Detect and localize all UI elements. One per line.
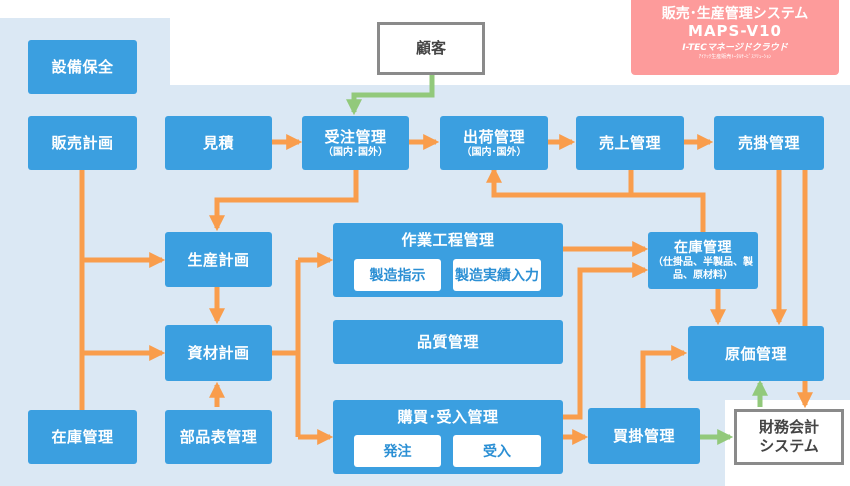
node-label: 設備保全: [51, 58, 114, 76]
node-label: 顧客: [415, 39, 446, 57]
node-label: 原価管理: [724, 344, 787, 363]
node-label: 売上管理: [598, 134, 661, 152]
node-label: 購買･受入管理: [397, 408, 499, 426]
node-sublabel: （仕掛品、半製品、製品、原材料）: [653, 256, 753, 281]
node-label: 資材計画: [187, 344, 250, 362]
node-label: 買掛管理: [612, 427, 675, 445]
node-kaikake-kanri[interactable]: 買掛管理: [588, 408, 700, 464]
node-urikake-kanri[interactable]: 売掛管理: [714, 116, 824, 170]
chip-hacchu[interactable]: 発注: [354, 435, 441, 467]
node-zaiko-kanri-left[interactable]: 在庫管理: [28, 410, 137, 464]
arrow-kaikake-to-genka: [640, 344, 688, 408]
arrow-juchu-to-seisan: [208, 170, 359, 232]
node-shukka-kanri[interactable]: 出荷管理 （国内･国外）: [440, 116, 548, 170]
node-zaimu-kaikei-system[interactable]: 財務会計 システム: [734, 409, 844, 465]
arrow-uriage-to-shukka: [485, 166, 634, 198]
node-shizai-keikaku[interactable]: 資材計画: [165, 325, 272, 381]
node-kokyaku[interactable]: 顧客: [377, 22, 485, 75]
node-label: 出荷管理: [462, 127, 525, 146]
node-label: 部品表管理: [179, 428, 258, 446]
node-label: 販売計画: [51, 134, 114, 152]
node-juchu-kanri[interactable]: 受注管理 （国内･国外）: [302, 116, 409, 170]
node-uriage-kanri[interactable]: 売上管理: [576, 116, 684, 170]
node-label: 作業工程管理: [401, 231, 495, 249]
node-label: 在庫管理: [674, 239, 732, 256]
node-label: 在庫管理: [51, 428, 114, 446]
node-seisan-keikaku[interactable]: 生産計画: [165, 232, 272, 287]
arrow-kobai-to-zaiko: [563, 261, 649, 420]
node-label: 売掛管理: [737, 134, 800, 152]
node-label: 生産計画: [187, 250, 250, 269]
arrow-zaiko-to-shukka: [631, 192, 706, 232]
chip-seizo-jisseki-nyuryoku[interactable]: 製造実績入力: [453, 259, 541, 291]
brand-title: 販売･生産管理システム: [661, 6, 809, 22]
node-sublabel: （国内･国外）: [461, 146, 527, 158]
node-label: 見積: [202, 134, 234, 152]
node-label-line2: システム: [759, 437, 819, 455]
node-zaiko-kanri-right[interactable]: 在庫管理 （仕掛品、半製品、製品、原材料）: [648, 232, 758, 289]
node-label: 受注管理: [324, 127, 387, 146]
node-label-line1: 財務会計: [758, 418, 819, 436]
brand-product: MAPS-V10: [688, 22, 782, 40]
brand-badge: 販売･生産管理システム MAPS-V10 I-TECマネージドクラウド ｱｲﾃｯ…: [631, 0, 839, 75]
chip-ukeire[interactable]: 受入: [453, 435, 541, 467]
arrow-kokyaku-to-juchu: [345, 75, 435, 116]
node-mitsumori[interactable]: 見積: [165, 116, 272, 170]
node-hinshitsu-kanri[interactable]: 品質管理: [333, 320, 563, 364]
node-label: 品質管理: [416, 333, 479, 351]
node-buhinhyo-kanri[interactable]: 部品表管理: [165, 410, 272, 464]
brand-logo: I-TECマネージドクラウド: [682, 43, 788, 53]
node-hanbai-keikaku[interactable]: 販売計画: [28, 116, 137, 170]
node-genka-kanri[interactable]: 原価管理: [688, 326, 824, 381]
node-sublabel: （国内･国外）: [323, 146, 388, 158]
chip-seizo-shiji[interactable]: 製造指示: [354, 259, 441, 291]
node-setsubi-hozen[interactable]: 設備保全: [28, 40, 137, 94]
brand-logo-tagline: ｱｲﾃｯｸ生産販売ﾄｰﾀﾙｻｰﾋﾞｽｿﾘｭｰｼｮﾝ: [698, 54, 772, 60]
